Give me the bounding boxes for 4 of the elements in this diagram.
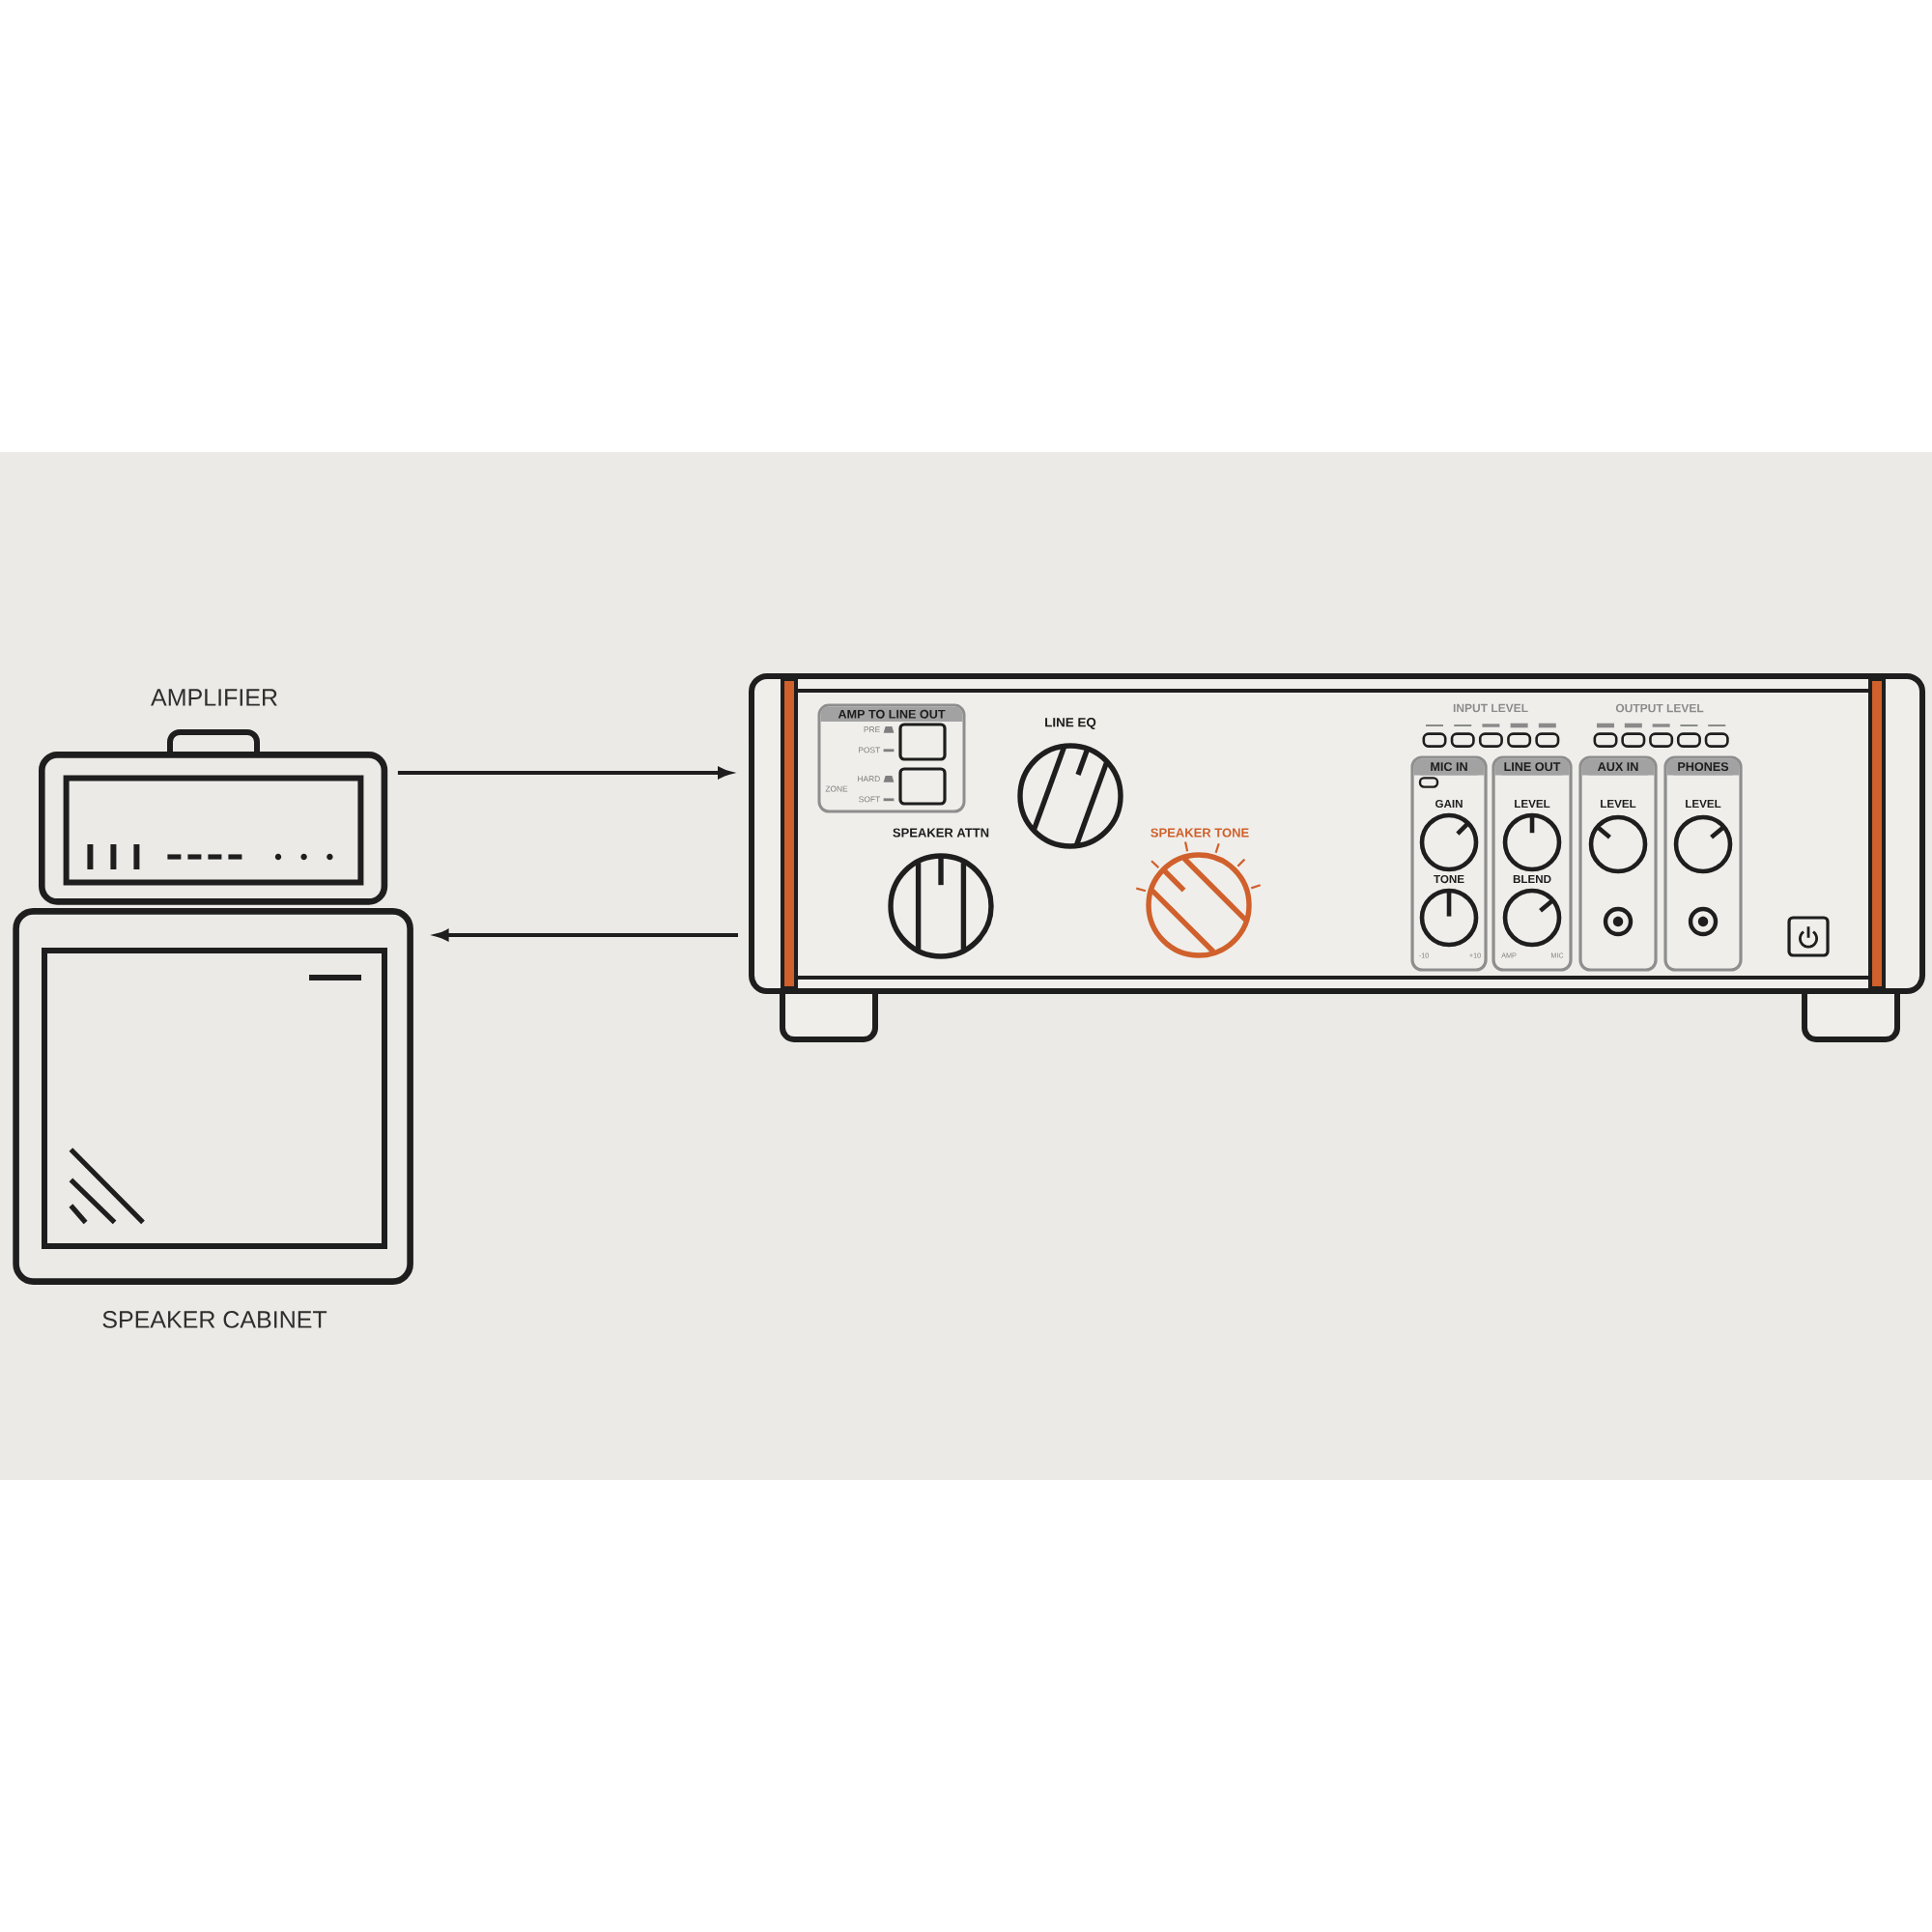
arrow — [436, 929, 738, 941]
arrow — [397, 767, 731, 779]
device-label: AMPLIFIER — [151, 689, 277, 706]
device-label: SPEAKER CABINET — [102, 1311, 327, 1328]
